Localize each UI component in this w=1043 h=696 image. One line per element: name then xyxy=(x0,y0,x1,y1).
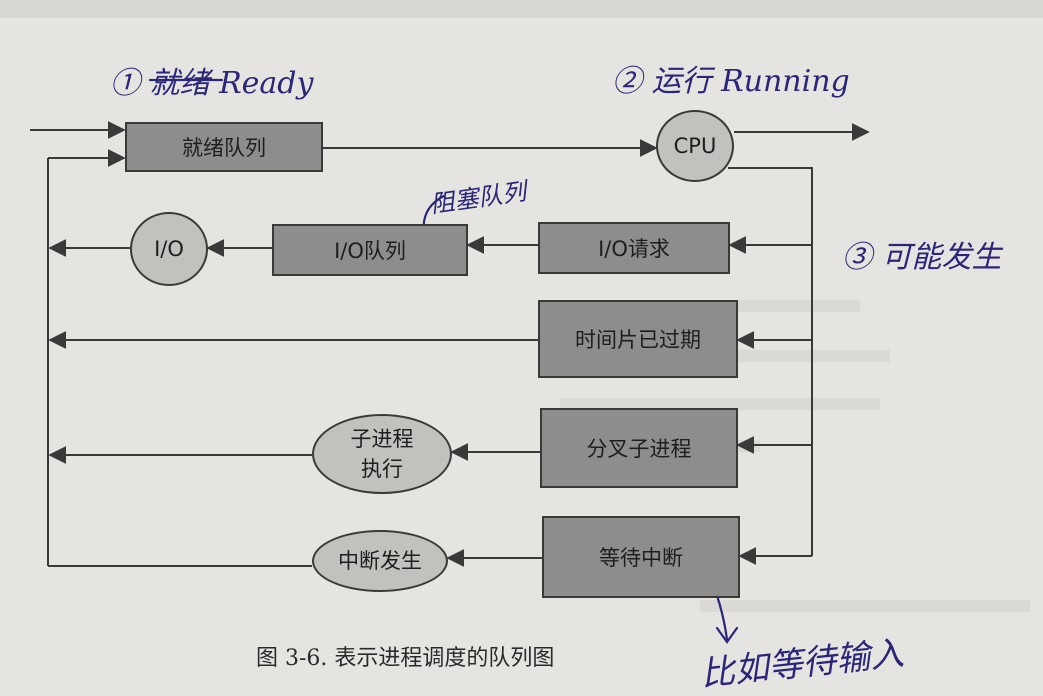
ink-arrow-head xyxy=(715,626,739,644)
figure-caption-text: 图 3-6. 表示进程调度的队列图 xyxy=(256,646,555,671)
io-request-label: I/O请求 xyxy=(598,237,670,261)
fork-box: 分叉子进程 xyxy=(540,408,738,488)
fork-label: 分叉子进程 xyxy=(586,437,692,461)
note-ready-state-text: ① 就绪 Ready xyxy=(110,66,314,101)
note-ready-state: ① 就绪 Ready xyxy=(110,58,313,102)
cpu-node: CPU xyxy=(656,110,734,182)
child-process-node: 子进程 执行 xyxy=(312,414,452,494)
note-running-state: ② 运行 Running xyxy=(612,56,850,100)
child-process-label: 子进程 执行 xyxy=(350,427,414,481)
io-request-box: I/O请求 xyxy=(538,222,730,274)
figure-caption: 图 3-6. 表示进程调度的队列图 xyxy=(256,640,554,672)
time-slice-box: 时间片已过期 xyxy=(538,300,738,378)
wait-interrupt-box: 等待中断 xyxy=(542,516,740,598)
cpu-dispatch-trunk xyxy=(728,167,813,556)
io-queue: I/O队列 xyxy=(272,224,468,276)
note-possible: ③ 可能发生 xyxy=(842,232,1002,276)
cpu-label: CPU xyxy=(673,134,717,158)
io-node: I/O xyxy=(130,212,208,286)
interrupt-label: 中断发生 xyxy=(338,549,422,573)
interrupt-node: 中断发生 xyxy=(312,530,448,592)
time-slice-label: 时间片已过期 xyxy=(575,328,701,352)
ready-queue-label: 就绪队列 xyxy=(182,136,266,160)
io-queue-label: I/O队列 xyxy=(334,239,406,263)
note-possible-text: ③ 可能发生 xyxy=(842,240,1002,275)
io-label: I/O xyxy=(154,237,184,261)
ready-queue: 就绪队列 xyxy=(125,122,323,172)
wait-interrupt-label: 等待中断 xyxy=(599,546,683,570)
note-running-state-text: ② 运行 Running xyxy=(612,64,850,99)
